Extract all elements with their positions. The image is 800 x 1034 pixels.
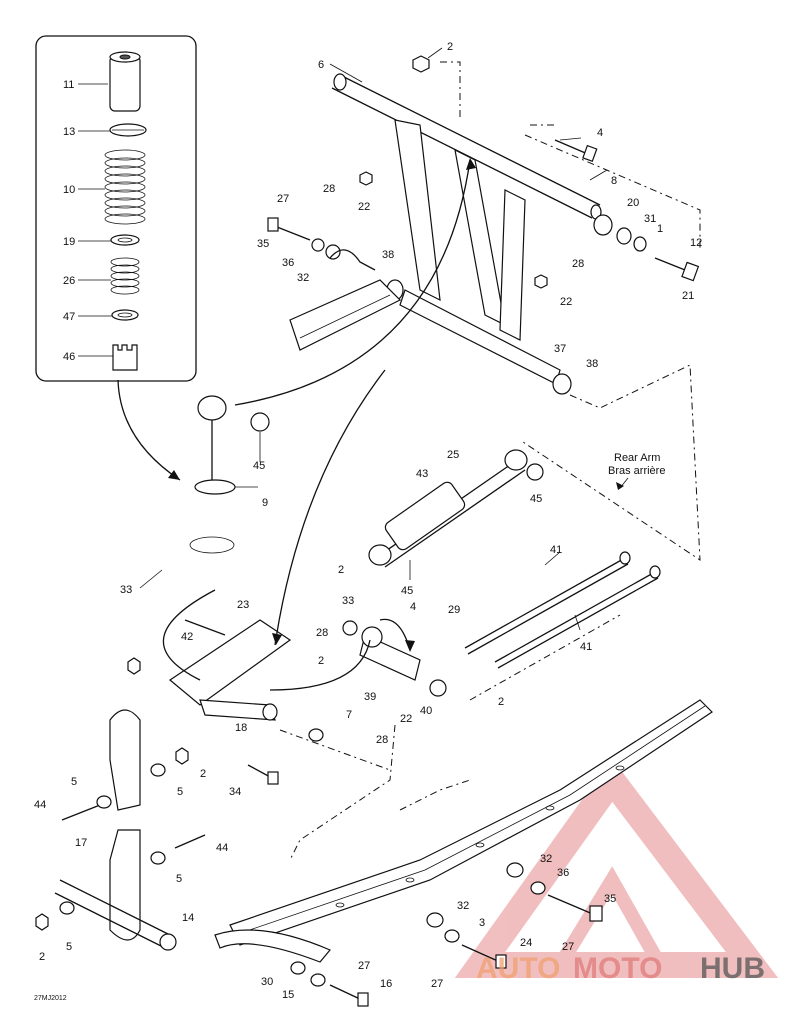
part-number-label: 11 bbox=[63, 79, 74, 91]
shock-mount bbox=[189, 395, 270, 554]
part-number-label: 4 bbox=[597, 127, 603, 139]
part-number-label: 41 bbox=[580, 641, 592, 653]
part-number-label: 28 bbox=[316, 627, 328, 639]
part-number-label: 2 bbox=[200, 768, 206, 780]
part-number-label: 3 bbox=[479, 917, 485, 929]
part-number-label: 20 bbox=[627, 197, 639, 209]
part-number-label: 5 bbox=[177, 786, 183, 798]
part-number-label: 12 bbox=[690, 237, 702, 249]
part-number-label: 38 bbox=[586, 358, 598, 370]
spring-kit-box bbox=[35, 35, 197, 382]
part-number-label: 33 bbox=[120, 584, 132, 596]
part-number-label: 35 bbox=[604, 893, 616, 905]
part-number-label: 28 bbox=[323, 183, 335, 195]
part-number-label: 23 bbox=[237, 599, 249, 611]
shock-absorber bbox=[368, 449, 544, 568]
part-number-label: 36 bbox=[282, 257, 294, 269]
part-number-label: 2 bbox=[447, 41, 453, 53]
part-number-label: 38 bbox=[382, 249, 394, 261]
part-number-label: 2 bbox=[498, 696, 504, 708]
front-arm-assembly bbox=[267, 55, 700, 395]
part-number-label: 25 bbox=[447, 449, 459, 461]
part-labels: 2648203111221272822353632382822373811131… bbox=[34, 41, 702, 1001]
watermark-text-hub: HUB bbox=[700, 952, 765, 985]
slide-rail bbox=[214, 699, 713, 1007]
part-number-label: 2 bbox=[318, 655, 324, 667]
part-number-label: 32 bbox=[297, 272, 309, 284]
part-number-label: 45 bbox=[530, 493, 542, 505]
part-number-label: 15 bbox=[282, 989, 294, 1001]
part-number-label: 42 bbox=[181, 631, 193, 643]
part-number-label: 29 bbox=[448, 604, 460, 616]
part-number-label: 43 bbox=[416, 468, 428, 480]
caption-arrowhead bbox=[616, 482, 624, 490]
part-number-label: 27 bbox=[277, 193, 289, 205]
part-number-label: 34 bbox=[229, 786, 241, 798]
part-number-label: 27 bbox=[562, 941, 574, 953]
rear-bracket bbox=[35, 709, 206, 951]
part-number-label: 39 bbox=[364, 691, 376, 703]
part-number-label: 24 bbox=[520, 937, 532, 949]
leader-lines bbox=[78, 47, 608, 631]
part-number-label: 21 bbox=[682, 290, 694, 302]
part-number-label: 2 bbox=[39, 951, 45, 963]
link-rods bbox=[464, 551, 661, 669]
part-number-label: 13 bbox=[63, 126, 75, 138]
part-number-label: 45 bbox=[253, 460, 265, 472]
part-number-label: 7 bbox=[346, 709, 352, 721]
part-number-label: 9 bbox=[262, 497, 268, 509]
part-number-label: 22 bbox=[358, 201, 370, 213]
caption-rear-arm: Rear Arm bbox=[614, 452, 660, 464]
part-number-label: 36 bbox=[557, 867, 569, 879]
guide-lines bbox=[279, 61, 701, 861]
part-number-label: 44 bbox=[34, 799, 46, 811]
part-number-label: 1 bbox=[657, 223, 663, 235]
watermark-text-auto: AUTO bbox=[476, 952, 560, 985]
part-number-label: 22 bbox=[560, 296, 572, 308]
part-number-label: 32 bbox=[457, 900, 469, 912]
part-number-label: 8 bbox=[611, 175, 617, 187]
part-number-label: 45 bbox=[401, 585, 413, 597]
rail-fragment-upper bbox=[289, 249, 402, 351]
part-number-label: 31 bbox=[644, 213, 656, 225]
part-number-label: 22 bbox=[400, 713, 412, 725]
part-number-label: 18 bbox=[235, 722, 247, 734]
part-number-label: 17 bbox=[75, 837, 87, 849]
part-number-label: 4 bbox=[410, 601, 416, 613]
part-number-label: 44 bbox=[216, 842, 228, 854]
part-number-label: 14 bbox=[182, 912, 194, 924]
part-number-label: 27 bbox=[431, 978, 443, 990]
part-number-label: 5 bbox=[176, 873, 182, 885]
part-number-label: 32 bbox=[540, 853, 552, 865]
part-number-label: 10 bbox=[63, 184, 75, 196]
watermark-text-moto: MOTO bbox=[573, 952, 662, 985]
part-number-label: 41 bbox=[550, 544, 562, 556]
routing-arrows bbox=[117, 158, 476, 691]
part-number-label: 6 bbox=[318, 59, 324, 71]
watermark-logo bbox=[454, 758, 779, 978]
part-number-label: 46 bbox=[63, 351, 75, 363]
part-number-label: 33 bbox=[342, 595, 354, 607]
watermark-text: AUTO MOTO HUB bbox=[476, 952, 765, 985]
drawing-code: 27MJ2012 bbox=[34, 995, 67, 1002]
caption-bras-arriere: Bras arrière bbox=[608, 465, 665, 477]
part-number-label: 30 bbox=[261, 976, 273, 988]
part-number-label: 28 bbox=[572, 258, 584, 270]
part-number-label: 19 bbox=[63, 236, 75, 248]
part-number-label: 5 bbox=[71, 776, 77, 788]
part-number-label: 26 bbox=[63, 275, 75, 287]
part-number-label: 2 bbox=[338, 564, 344, 576]
part-number-label: 40 bbox=[420, 705, 432, 717]
part-number-label: 47 bbox=[63, 311, 75, 323]
part-number-label: 37 bbox=[554, 343, 566, 355]
part-number-label: 5 bbox=[66, 941, 72, 953]
part-number-label: 27 bbox=[358, 960, 370, 972]
lower-link-assembly bbox=[127, 619, 447, 785]
part-number-label: 16 bbox=[380, 978, 392, 990]
part-number-label: 35 bbox=[257, 238, 269, 250]
part-number-label: 28 bbox=[376, 734, 388, 746]
